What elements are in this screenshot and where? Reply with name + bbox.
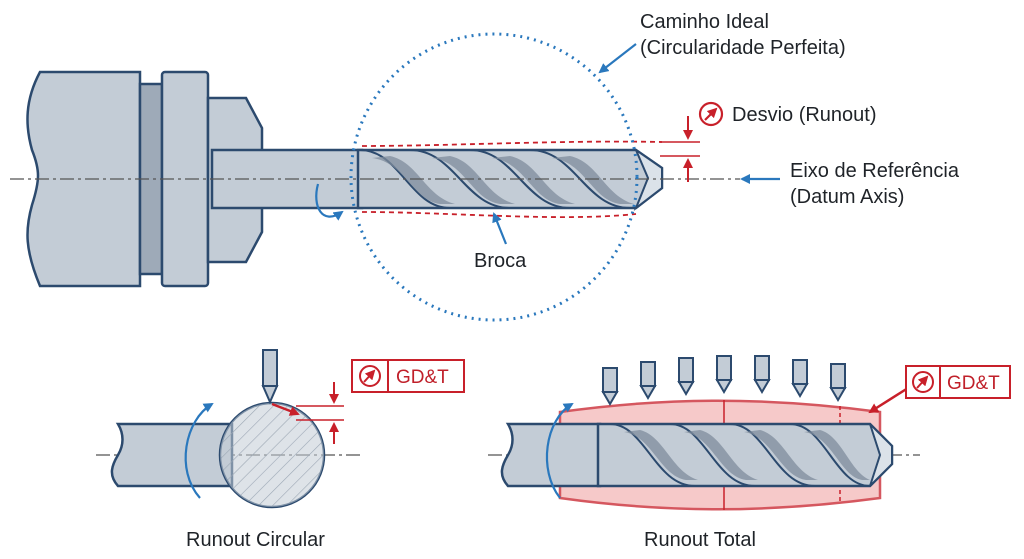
- total-shaft: [500, 422, 602, 488]
- runout-symbol-icon: [359, 365, 381, 387]
- circular-shaft: [110, 422, 234, 488]
- rotation-arrow-top: [315, 183, 344, 221]
- indicator-probes-row: [601, 355, 847, 406]
- drill-leader: [492, 212, 508, 245]
- gdt-leader-right: [868, 386, 909, 414]
- drill-label: Broca: [474, 250, 527, 272]
- tool-holder-body: [26, 70, 142, 288]
- total-drill-point: [869, 423, 893, 487]
- gdt-label-right: GD&T: [947, 373, 1000, 394]
- gdt-frame-left: GD&T: [351, 359, 465, 393]
- ideal-path-label-2: (Circularidade Perfeita): [640, 37, 846, 59]
- datum-label-1: Eixo de Referência: [790, 160, 960, 182]
- gdt-frame-right: GD&T: [905, 365, 1011, 399]
- circular-runout-title: Runout Circular: [186, 529, 325, 551]
- runout-envelope-dashed: [361, 140, 663, 218]
- datum-label-2: (Datum Axis): [790, 186, 904, 208]
- total-runout-title: Runout Total: [644, 529, 756, 551]
- circular-runout-figure: [96, 349, 360, 509]
- ideal-path-leader: [598, 43, 637, 74]
- total-runout-figure: [488, 355, 920, 511]
- gdt-label-left: GD&T: [396, 367, 449, 388]
- indicator-probe-icon: [261, 349, 279, 405]
- deviation-label: Desvio (Runout): [732, 104, 877, 126]
- rotation-arrow-total: [545, 402, 574, 499]
- ideal-path-label-1: Caminho Ideal: [640, 11, 769, 33]
- ideal-path-circle: [349, 32, 639, 322]
- total-flute-edges: [609, 423, 871, 487]
- rotation-arrow-circular: [184, 402, 214, 499]
- drill-flute-shadows: [372, 156, 634, 204]
- runout-symbol-icon: [912, 371, 934, 393]
- total-flute-shadows: [624, 430, 870, 480]
- runout-symbol-icon: [698, 101, 724, 127]
- deviation-indicator: [660, 116, 700, 182]
